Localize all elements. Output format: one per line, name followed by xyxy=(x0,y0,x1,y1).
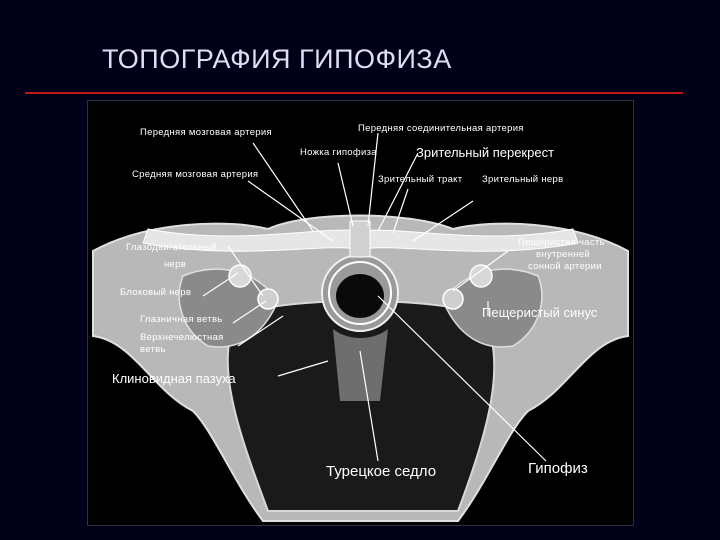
anatomy-illustration xyxy=(92,132,629,522)
anatomy-figure: Передняя мозговая артерия Передняя соеди… xyxy=(87,100,634,526)
label-optic-chiasm: Зрительный перекрест xyxy=(416,145,555,160)
leader-lines xyxy=(202,132,547,462)
label-optic-nerve: Зрительный нерв xyxy=(482,174,564,185)
nerve-right-1 xyxy=(442,288,464,310)
label-pituitary: Гипофиз xyxy=(528,460,588,477)
label-trochlear-nerve: Блоковый нерв xyxy=(120,287,192,298)
label-optic-tract: Зрительный тракт xyxy=(378,174,463,185)
label-anterior-communicating-artery: Передняя соединительная артерия xyxy=(358,123,524,134)
label-anterior-cerebral-artery: Передняя мозговая артерия xyxy=(140,127,272,138)
pituitary-core xyxy=(336,274,384,318)
label-ophthalmic-branch: Глазничная ветвь xyxy=(140,314,223,325)
label-maxillary-branch-1: Верхнечелюстная xyxy=(140,332,224,343)
nerve-left-1 xyxy=(257,288,279,310)
title-divider xyxy=(25,92,683,94)
label-middle-cerebral-artery: Средняя мозговая артерия xyxy=(132,169,259,180)
nerve-left-2 xyxy=(228,264,252,288)
label-ica-cavernous-2: внутренней xyxy=(536,249,591,260)
label-ica-cavernous-1: Пещеристая часть xyxy=(518,237,605,248)
label-cavernous-sinus: Пещеристый синус xyxy=(482,305,598,320)
label-sphenoid-sinus: Клиновидная пазуха xyxy=(112,371,236,386)
label-oculomotor-nerve-1: Глазодвигательный xyxy=(126,242,218,253)
pituitary-stalk-shape xyxy=(349,220,371,258)
sella-wedge xyxy=(333,329,388,401)
label-oculomotor-nerve-2: нерв xyxy=(164,259,187,270)
label-pituitary-stalk: Ножка гипофиза xyxy=(300,147,377,158)
slide-title: ТОПОГРАФИЯ ГИПОФИЗА xyxy=(102,44,452,74)
label-ica-cavernous-3: сонной артерии xyxy=(528,261,602,272)
pituitary-ring xyxy=(328,261,392,325)
nerve-right-2 xyxy=(469,264,493,288)
label-sella-turcica: Турецкое седло xyxy=(326,463,437,480)
label-maxillary-branch-2: ветвь xyxy=(140,344,166,355)
